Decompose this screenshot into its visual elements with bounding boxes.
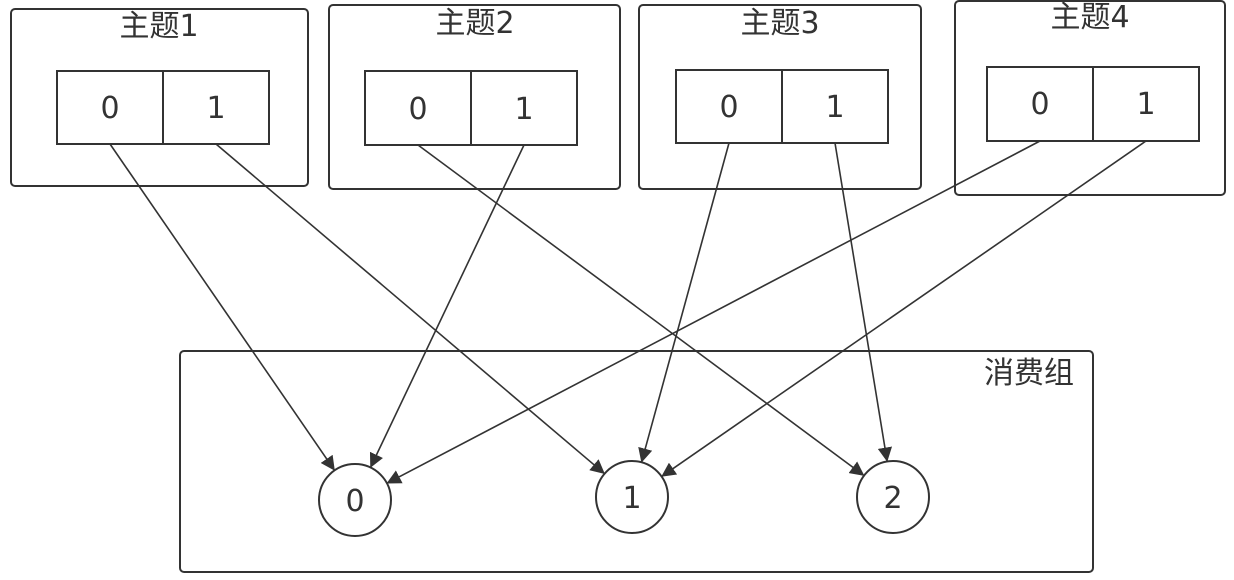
topic-4-partition-0-label: 0 xyxy=(1030,87,1049,122)
topic-2-partition-1-label: 1 xyxy=(514,92,533,127)
topic-2-partition-0-label: 0 xyxy=(408,92,427,127)
consumer-group-title: 消费组 xyxy=(984,356,1074,391)
consumer-1 xyxy=(595,460,669,534)
topic-1-partition-1-label: 1 xyxy=(206,91,225,126)
topic-1-partition-1 xyxy=(162,70,270,145)
topic-1-partition-0-label: 0 xyxy=(100,91,119,126)
arrow-topic-3-p1-to-consumer-2 xyxy=(834,142,893,462)
topic-1: 主题1 0 1 xyxy=(10,8,309,187)
assignment-arrows xyxy=(109,140,1147,484)
topic-3-partition-1-label: 1 xyxy=(825,90,844,125)
arrow-topic-1-p1-to-consumer-1 xyxy=(215,143,605,474)
arrow-topic-4-p0-to-consumer-0 xyxy=(386,140,1041,484)
topic-4-partition-1 xyxy=(1092,66,1200,142)
arrow-topic-4-p1-to-consumer-1 xyxy=(661,140,1147,477)
consumer-2 xyxy=(856,460,930,534)
arrow-topic-3-p0-to-consumer-1 xyxy=(638,142,730,463)
topic-4-partition-0 xyxy=(986,66,1094,142)
topic-3-partition-0-label: 0 xyxy=(719,90,738,125)
arrow-topic-2-p1-to-consumer-0 xyxy=(369,144,525,468)
topic-2: 主题2 0 1 xyxy=(328,4,621,190)
consumer-0-label: 0 xyxy=(345,484,364,519)
topic-2-partition-1 xyxy=(470,70,578,146)
arrow-topic-2-p0-to-consumer-2 xyxy=(417,144,865,476)
topic-4-partition-1-label: 1 xyxy=(1136,87,1155,122)
topic-4: 主题4 0 1 xyxy=(954,0,1226,196)
consumer-0 xyxy=(318,463,392,537)
topic-1-title: 主题1 xyxy=(119,9,198,44)
consumer-1-label: 1 xyxy=(622,481,641,516)
topic-2-title: 主题2 xyxy=(435,6,514,41)
consumer-group: 消费组 0 1 2 xyxy=(179,350,1094,573)
topic-3-title: 主题3 xyxy=(740,6,819,41)
consumer-2-label: 2 xyxy=(883,481,902,516)
topic-1-partition-0 xyxy=(56,70,164,145)
topic-4-title: 主题4 xyxy=(1050,0,1129,35)
topic-3-partition-1 xyxy=(781,69,889,144)
arrow-topic-1-p0-to-consumer-0 xyxy=(109,143,335,471)
topic-3: 主题3 0 1 xyxy=(638,4,922,190)
